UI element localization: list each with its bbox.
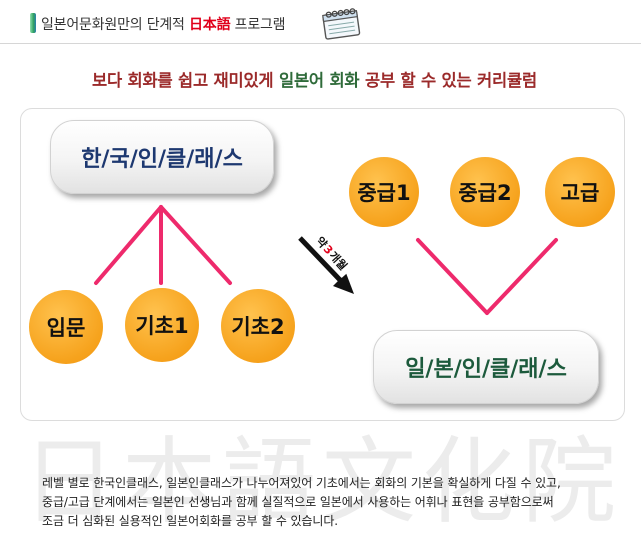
level-circle-basic2: 기초2	[221, 289, 295, 363]
connector-line-beginner-1	[94, 205, 163, 285]
subtitle-part2: 일본어 회화	[278, 71, 360, 90]
description-line: 조금 더 심화된 실용적인 일본어회화를 공부 할 수 있습니다.	[42, 514, 338, 528]
level-circle-advanced: 고급	[545, 157, 615, 227]
calendar-icon	[322, 8, 361, 40]
subtitle-part3: 공부 할 수 있는 커리큘럼	[359, 71, 537, 90]
header-marker	[30, 13, 36, 33]
level-label: 기초1	[135, 314, 189, 338]
title-highlight: 日本語	[188, 17, 231, 33]
title-suffix: 프로그램	[230, 17, 286, 33]
level-label: 중급2	[458, 181, 512, 205]
level-circle-basic1: 기초1	[125, 288, 199, 362]
connector-line-advanced-1	[416, 238, 489, 315]
subtitle-part1: 보다 회화를 쉽고 재미있게	[92, 71, 279, 90]
level-circle-intermediate2: 중급2	[450, 157, 520, 227]
level-label: 입문	[46, 316, 86, 340]
japanese-class-pill: 일/본/인/클/래/스	[373, 330, 599, 404]
connector-line-beginner-3	[159, 205, 232, 285]
korean-class-pill: 한/국/인/클/래/스	[50, 120, 274, 194]
description-line: 중급/고급 단계에서는 일본인 선생님과 함께 실질적으로 일본에서 사용하는 …	[42, 495, 554, 509]
header-divider	[0, 43, 641, 44]
japanese-class-label: 일/본/인/클/래/스	[405, 357, 567, 382]
subtitle: 보다 회화를 쉽고 재미있게 일본어 회화 공부 할 수 있는 커리큘럼	[92, 67, 537, 91]
progress-arrow-shaft	[298, 236, 343, 283]
title-prefix: 일본어문화원만의 단계적	[41, 17, 189, 33]
watermark: 日本語文化院	[22, 428, 623, 537]
level-circle-intro: 입문	[29, 290, 103, 364]
description-line: 레벨 별로 한국인클래스, 일본인클래스가 나누어져있어 기초에서는 회화의 기…	[42, 476, 561, 490]
level-circle-intermediate1: 중급1	[349, 157, 419, 227]
level-label: 중급1	[357, 181, 411, 205]
connector-line-advanced-2	[485, 238, 558, 315]
korean-class-label: 한/국/인/클/래/스	[81, 147, 243, 172]
progress-arrow-head	[333, 273, 354, 294]
description: 레벨 별로 한국인클래스, 일본인클래스가 나누어져있어 기초에서는 회화의 기…	[42, 474, 561, 531]
level-label: 고급	[560, 181, 600, 205]
level-label: 기초2	[231, 315, 285, 339]
page-title: 일본어문화원만의 단계적 日本語 프로그램	[41, 14, 286, 34]
